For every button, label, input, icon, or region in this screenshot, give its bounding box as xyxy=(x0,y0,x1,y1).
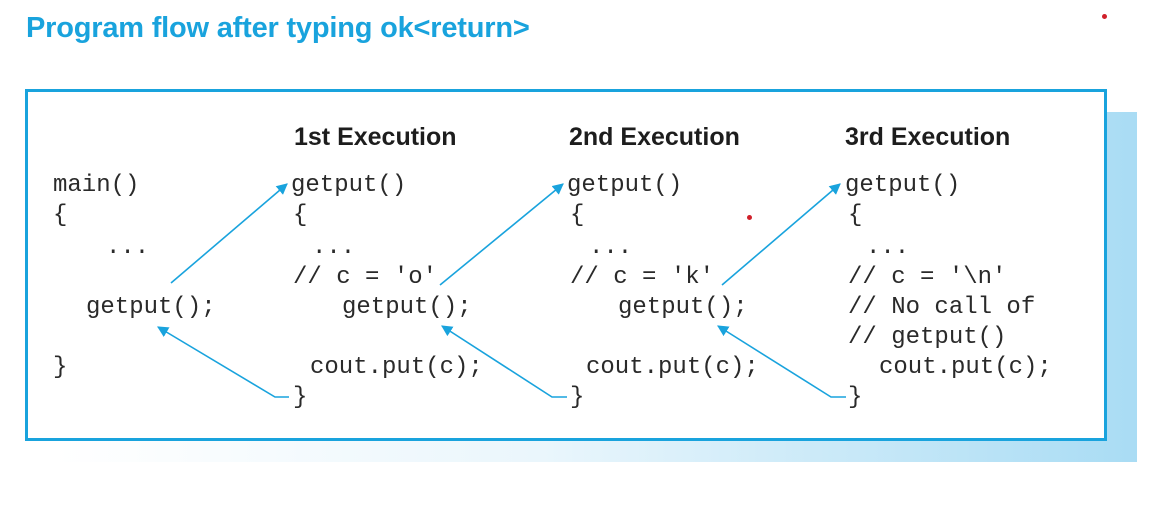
code-main-open-brace: { xyxy=(53,202,68,229)
code-exec3-comment-getput: // getput() xyxy=(848,324,1007,351)
code-exec3-header: getput() xyxy=(845,172,961,199)
return-arrow-exec1-to-main xyxy=(157,326,289,398)
code-exec1-header: getput() xyxy=(291,172,407,199)
code-main-close-brace: } xyxy=(53,354,68,381)
code-exec2-call: getput(); xyxy=(618,294,748,321)
call-arrow-exec1-to-exec2 xyxy=(439,183,564,286)
code-exec3-output: cout.put(c); xyxy=(879,354,1052,381)
code-exec1-open-brace: { xyxy=(293,202,308,229)
code-exec3-close-brace: } xyxy=(848,384,863,411)
call-arrow-main-to-exec1 xyxy=(170,183,288,284)
call-arrow-exec2-to-exec3 xyxy=(721,183,841,286)
diagram-frame xyxy=(25,89,1107,441)
code-exec3-comment-char: // c = '\n' xyxy=(848,264,1007,291)
code-exec1-ellipsis: ... xyxy=(312,234,356,261)
code-exec1-output: cout.put(c); xyxy=(310,354,483,381)
heading-3rd-execution: 3rd Execution xyxy=(845,123,1011,151)
code-exec2-open-brace: { xyxy=(570,202,585,229)
code-exec1-call: getput(); xyxy=(342,294,472,321)
code-main-header: main() xyxy=(53,172,140,199)
page-title: Program flow after typing ok<return> xyxy=(26,12,530,44)
code-main-ellipsis: ... xyxy=(106,234,150,261)
code-main-call: getput(); xyxy=(86,294,216,321)
code-exec1-close-brace: } xyxy=(293,384,308,411)
code-exec2-output: cout.put(c); xyxy=(586,354,759,381)
code-exec3-open-brace: { xyxy=(848,202,863,229)
code-exec2-comment: // c = 'k' xyxy=(570,264,715,291)
code-exec2-header: getput() xyxy=(567,172,683,199)
red-dot-marker xyxy=(1102,14,1107,19)
code-exec1-comment: // c = 'o' xyxy=(293,264,438,291)
red-dot-marker xyxy=(747,215,752,220)
heading-1st-execution: 1st Execution xyxy=(294,123,457,151)
heading-2nd-execution: 2nd Execution xyxy=(569,123,740,151)
code-exec3-ellipsis: ... xyxy=(866,234,910,261)
return-arrow-exec3-to-exec2 xyxy=(717,325,846,398)
code-exec2-close-brace: } xyxy=(570,384,585,411)
code-exec2-ellipsis: ... xyxy=(589,234,633,261)
code-exec3-comment-nocall: // No call of xyxy=(848,294,1036,321)
return-arrow-exec2-to-exec1 xyxy=(441,325,567,398)
